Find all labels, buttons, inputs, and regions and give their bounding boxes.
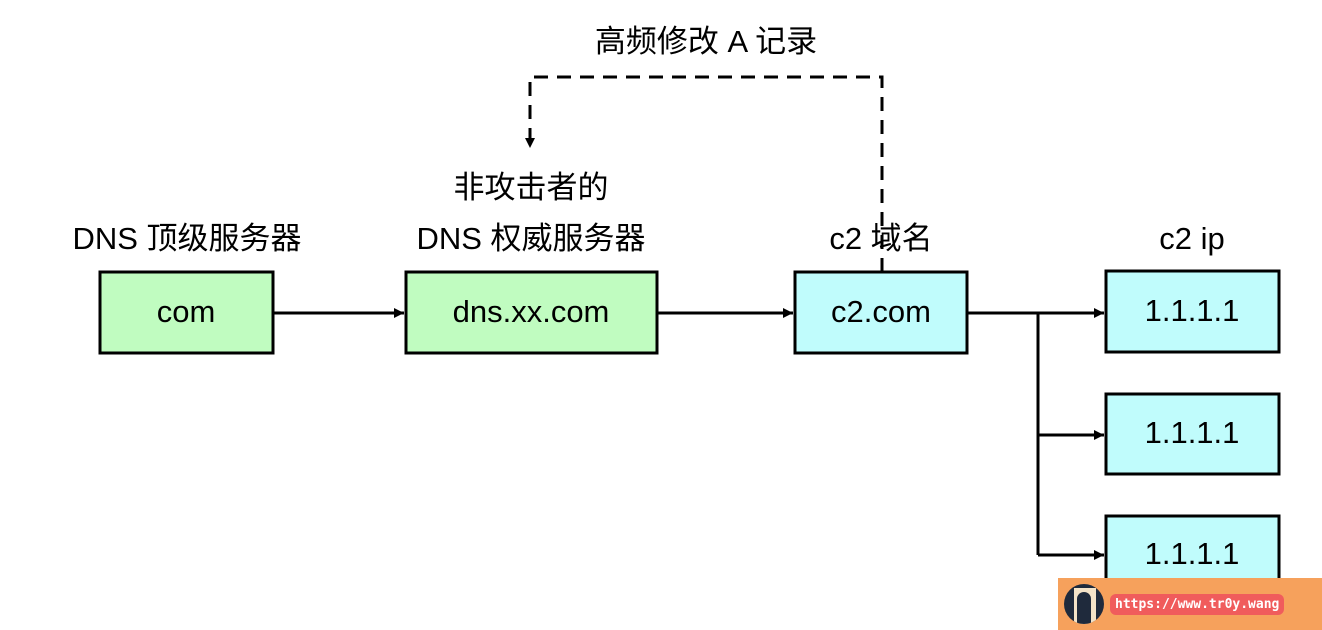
node-tld: com: [98, 270, 275, 355]
node-tld-label: com: [157, 294, 216, 329]
node-ip-2: 1.1.1.1: [1104, 392, 1281, 476]
node-ip-label: 1.1.1.1: [1145, 293, 1240, 328]
watermark-url: https://www.tr0y.wang: [1110, 593, 1285, 615]
node-auth-label: dns.xx.com: [453, 294, 610, 329]
c2-ip-label: c2 ip: [1159, 221, 1224, 256]
auth-server-label-line1: 非攻击者的: [454, 170, 609, 205]
dashed-feedback-arrow: [525, 75, 884, 272]
top-annotation: 高频修改 A 记录: [595, 24, 817, 59]
tld-server-label: DNS 顶级服务器: [72, 221, 301, 256]
node-ip-label: 1.1.1.1: [1145, 536, 1240, 571]
node-c2-label: c2.com: [831, 294, 931, 329]
auth-server-label-line2: DNS 权威服务器: [416, 221, 645, 256]
node-ip-1: 1.1.1.1: [1104, 269, 1281, 354]
node-c2: c2.com: [793, 270, 969, 355]
node-ip-label: 1.1.1.1: [1145, 415, 1240, 450]
avatar: [1064, 584, 1104, 624]
watermark: https://www.tr0y.wang: [1058, 578, 1322, 630]
node-auth: dns.xx.com: [404, 270, 659, 355]
c2-domain-label: c2 域名: [829, 221, 932, 256]
